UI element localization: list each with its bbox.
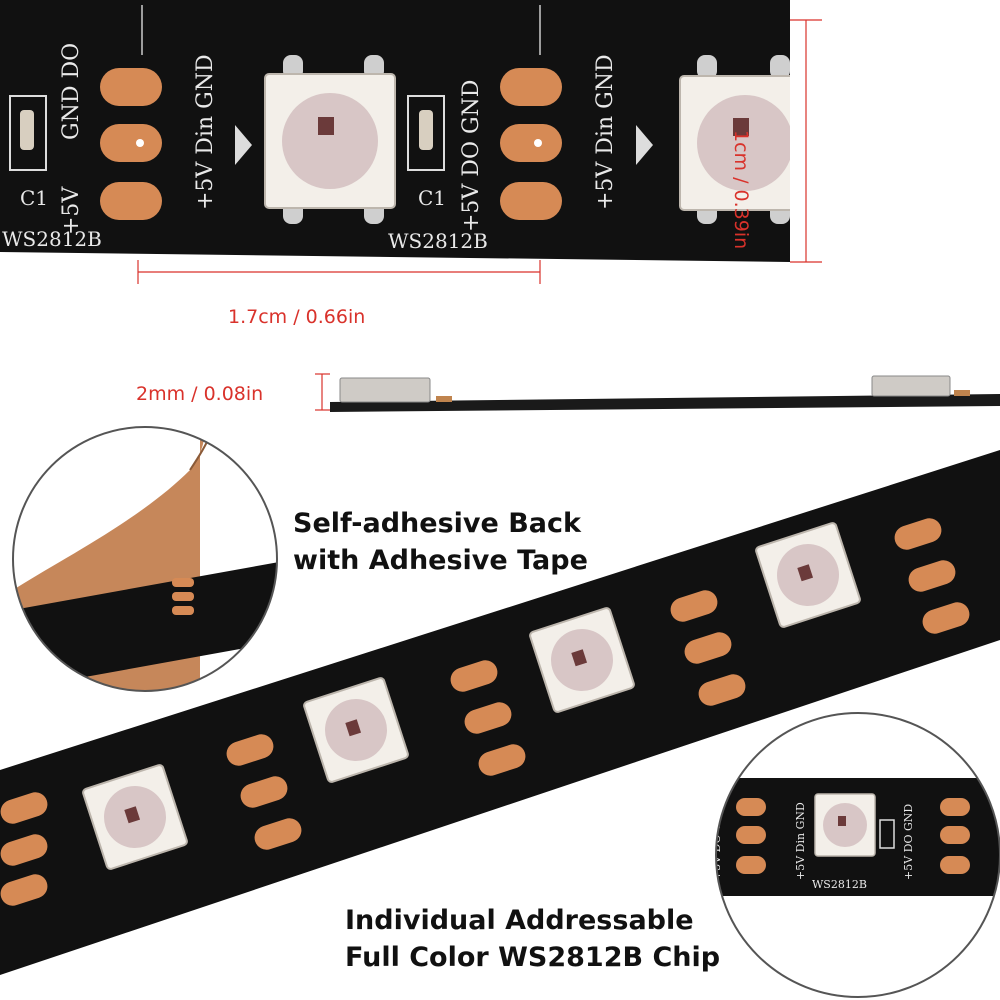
strip-led-4 <box>755 522 861 628</box>
dimension-lines <box>137 19 822 411</box>
pcb-label-model-2: WS2812B <box>388 229 488 253</box>
thickness-dimension-label: 2mm / 0.08in <box>136 383 264 405</box>
main-led-strip <box>0 450 1000 975</box>
pcb-label-gnd-do: GND DO <box>59 43 84 140</box>
pcb-label-gnd-do-2: +5V DO GND <box>459 80 484 232</box>
zoom-pcb-model: WS2812B <box>812 878 867 891</box>
pcb-label-din-gnd-2: +5V Din GND <box>593 54 618 210</box>
adhesive-back-caption-line2: with Adhesive Tape <box>293 545 588 576</box>
strip-closeup: GND DO +5V +5V Din GND +5V DO GND +5V Di… <box>0 0 790 262</box>
adhesive-back-caption-line1: Self-adhesive Back <box>293 508 581 539</box>
pcb-label-c1: C1 <box>20 186 48 210</box>
zoom-pcb-label-left: +5V DO GND <box>710 804 723 880</box>
strip-side-profile <box>330 375 1000 412</box>
chip-caption-line1: Individual Addressable <box>345 905 694 936</box>
pcb-label-5v: +5V <box>59 186 84 235</box>
zoom-ws2812b-chip: WS2812B +5V DO GND +5V Din GND +5V DO GN… <box>710 712 1000 998</box>
strip-led-3 <box>529 607 635 713</box>
zoom-adhesive-back <box>12 426 278 692</box>
strip-pads <box>0 518 970 906</box>
strip-led-2 <box>303 677 409 783</box>
zoom-pcb-label-do: +5V DO GND <box>902 804 915 880</box>
chip-caption-line2: Full Color WS2812B Chip <box>345 942 721 973</box>
pcb-label-model: WS2812B <box>2 227 102 251</box>
chip-caption: Individual Addressable Full Color WS2812… <box>345 902 720 976</box>
length-dimension-label: 1.7cm / 0.66in <box>228 306 366 328</box>
height-dimension-label: 1cm / 0.39in <box>730 130 752 250</box>
adhesive-back-caption: Self-adhesive Back with Adhesive Tape <box>293 505 588 579</box>
pcb-label-c1-2: C1 <box>418 186 446 210</box>
strip-led-1 <box>82 764 188 870</box>
pcb-label-din-gnd: +5V Din GND <box>193 54 218 210</box>
zoom-pcb-label-din: +5V Din GND <box>794 802 807 880</box>
